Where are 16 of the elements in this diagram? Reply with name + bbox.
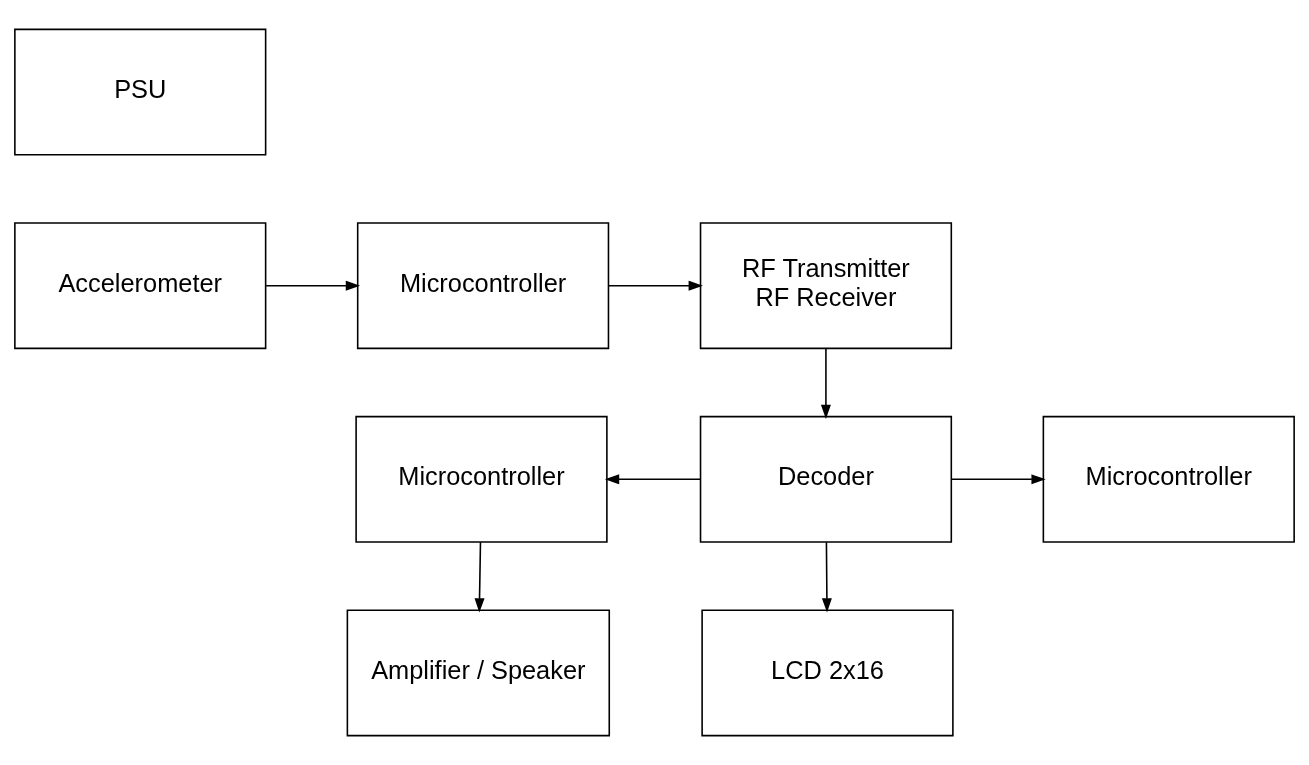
node-box: Amplifier / Speaker <box>346 609 611 737</box>
node-box: PSU <box>14 28 267 156</box>
arrow <box>951 474 1046 485</box>
node-box: Decoder <box>699 415 953 543</box>
node-box: RF Transmitter RF Receiver <box>699 222 953 350</box>
arrow <box>820 347 831 419</box>
node-box: Microcontroller <box>356 222 610 350</box>
arrow <box>265 280 361 291</box>
arrow <box>474 541 485 613</box>
node-box: Microcontroller <box>355 415 608 543</box>
node-box: Microcontroller <box>1042 415 1295 543</box>
arrow <box>604 474 702 485</box>
node-box: LCD 2x16 <box>701 609 954 737</box>
arrow <box>608 280 703 291</box>
arrow <box>821 541 832 613</box>
node-box: Accelerometer <box>14 222 267 350</box>
